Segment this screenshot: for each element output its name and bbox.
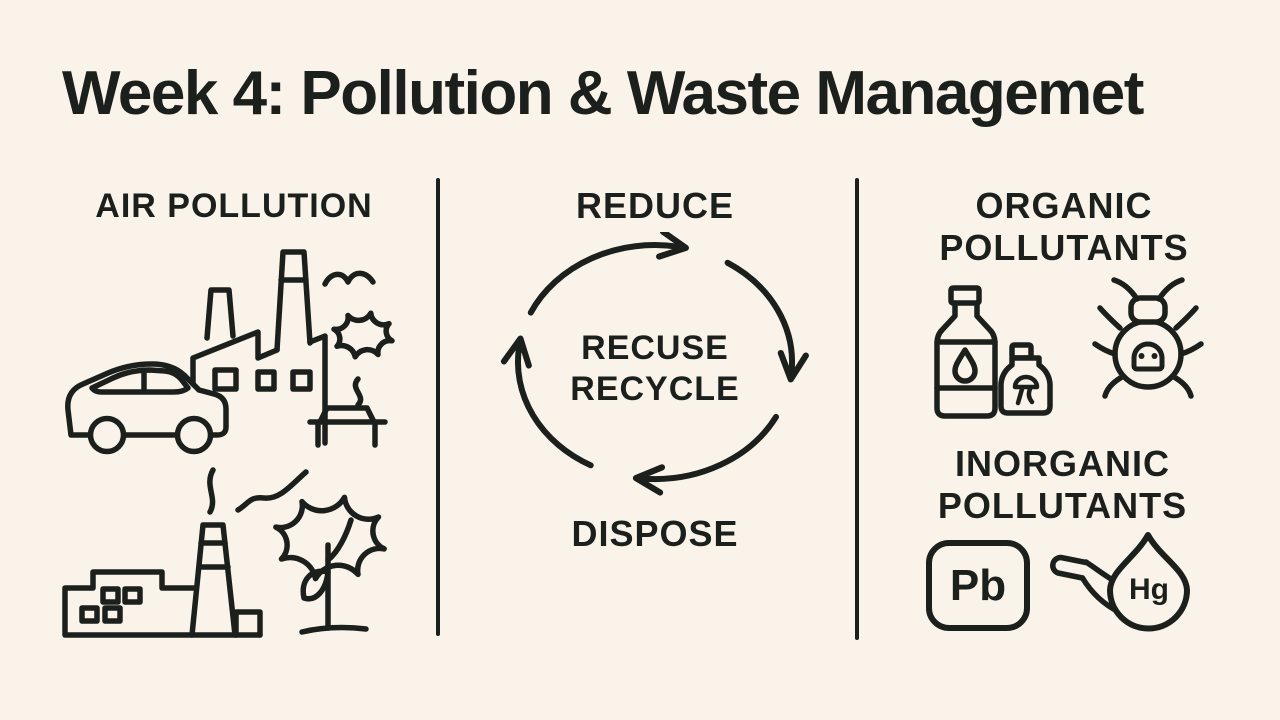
organic-heading-line1: ORGANIC [975,185,1153,226]
skull-icon [1131,341,1165,372]
inorganic-heading-line2: POLLUTANTS [937,485,1188,527]
bird-icon [322,270,376,287]
mercury-symbol-text: Hg [1129,573,1169,606]
mercury-drop-icon: Hg [1107,532,1190,632]
car-and-factory-illustration [65,249,395,455]
inorganic-pollutant-icons: Pb Hg [926,532,1190,632]
reduce-label: REDUCE [575,185,734,226]
inorganic-heading-line1: INORGANIC [955,443,1170,484]
cycle-center-label: RECUSE RECYCLE [485,328,825,411]
column-divider-right [855,178,859,640]
organic-pollutants-heading: ORGANIC POLLUTANTS [898,185,1230,270]
chemical-bottle-icon [934,285,998,419]
lead-symbol-text: Pb [950,561,1006,610]
factory-icon [190,249,328,446]
waste-bin-icon [307,376,388,448]
chimney-smoke-icon [207,467,309,515]
inorganic-pollutants-heading: INORGANIC POLLUTANTS [895,443,1230,528]
pesticide-jug-icon [998,342,1053,416]
building-icon [62,569,263,638]
car-icon [65,361,229,455]
page-title: Week 4: Pollution & Waste Managemet [62,59,1144,128]
cycle-arrows-icon [500,232,809,496]
factory-and-tree-illustration [62,467,387,638]
tree-icon [273,494,387,635]
chimney-icon [189,522,263,638]
recycle-label: RECYCLE [570,370,740,409]
air-pollution-heading: AIR POLLUTION [95,187,373,225]
organic-heading-line2: POLLUTANTS [939,227,1189,269]
dispose-label: DISPOSE [571,513,739,554]
lead-element-icon: Pb [926,540,1030,631]
recuse-label: RECUSE [581,329,729,367]
toxic-bug-icon [1092,277,1204,399]
smoke-cloud-icon [331,310,395,360]
column-divider-left [436,178,440,636]
organic-pollutant-icons [934,277,1204,419]
